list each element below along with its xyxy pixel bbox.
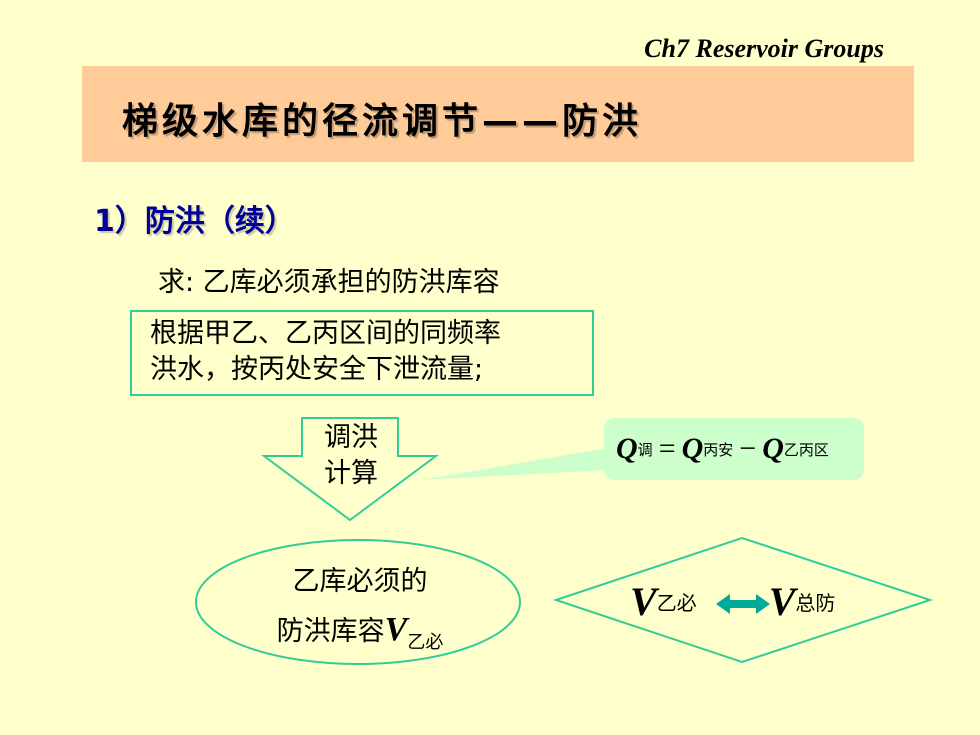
formula-minus: − [739, 432, 757, 465]
ellipse-var: V [384, 611, 408, 648]
question-text: 求: 乙库必须承担的防洪库容 [158, 267, 500, 298]
condition-line-2: 洪水，按丙处安全下泄流量; [150, 354, 484, 385]
condition-line-1: 根据甲乙、乙丙区间的同频率 [150, 318, 501, 349]
diamond-right-var: V [768, 579, 796, 624]
title-bar: 梯级水库的径流调节——防洪 [82, 66, 914, 162]
callout-wedge [420, 448, 608, 480]
double-arrow-icon [716, 594, 770, 614]
formula-sub-mid: 丙安 [703, 440, 734, 459]
formula-q3: Q [762, 432, 784, 465]
slide-title: 梯级水库的径流调节——防洪 [122, 101, 643, 142]
formula-q2: Q [681, 432, 704, 465]
arrow-label-line-2: 计算 [324, 458, 378, 489]
formula-equals: = [658, 432, 676, 465]
diamond-right-sub: 总防 [795, 591, 836, 615]
formula-sub-right: 乙丙区 [783, 440, 829, 459]
ellipse-text: 乙库必须的 防洪库容V乙必 [200, 558, 520, 667]
ellipse-var-sub: 乙必 [407, 632, 444, 653]
diamond-left-var: V [630, 579, 657, 624]
formula-q1: Q [616, 432, 638, 465]
ellipse-line-2: 防洪库容V乙必 [200, 606, 520, 667]
down-arrow-icon [260, 417, 440, 522]
ellipse-line-1: 乙库必须的 [292, 566, 428, 597]
arrow-label-line-1: 调洪 [324, 422, 378, 453]
diamond-left-sub: 乙必 [656, 591, 697, 615]
section-heading: 1）防洪（续） [94, 204, 295, 239]
arrow-label: 调洪 计算 [306, 420, 396, 492]
chapter-label: Ch7 Reservoir Groups [644, 34, 884, 63]
condition-box: 根据甲乙、乙丙区间的同频率 洪水，按丙处安全下泄流量; [130, 310, 594, 396]
ellipse-line-2-text: 防洪库容 [276, 616, 385, 647]
formula-sub-left: 调 [637, 440, 653, 459]
result-ellipse [195, 539, 521, 665]
